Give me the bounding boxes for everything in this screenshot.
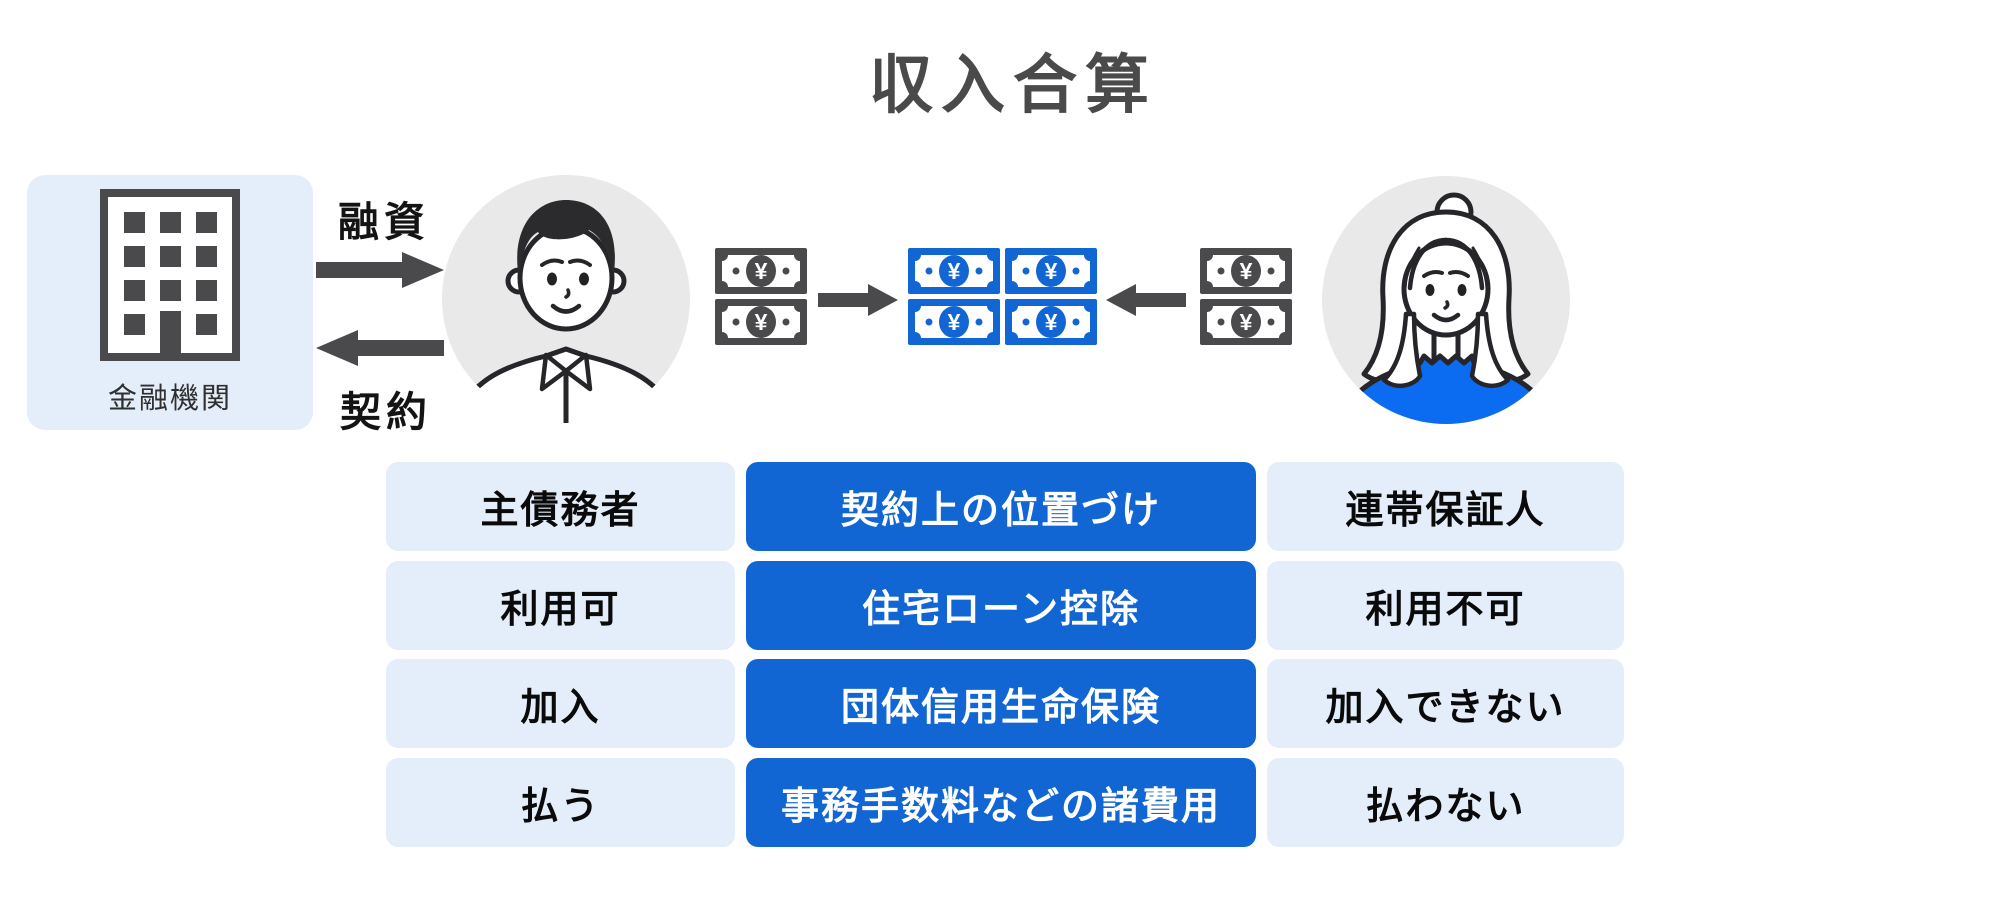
yen-symbol: ¥: [1240, 309, 1253, 335]
table-cell-deduction-yes: 利用可: [386, 560, 735, 650]
loan-arrow-right-icon: [316, 252, 444, 288]
table-cell-fees-pay: 払う: [386, 758, 735, 848]
banknote-icon: ¥: [715, 299, 807, 345]
table-cell-guarantor: 連帯保証人: [1267, 462, 1624, 551]
yen-symbol: ¥: [1045, 309, 1058, 335]
page-title: 収入合算: [869, 49, 1157, 121]
bank-label: 金融機関: [107, 382, 232, 415]
table-cell-insurance-yes: 加入: [386, 659, 735, 749]
table-cell-fees-no-pay: 払わない: [1267, 758, 1624, 848]
banknote-icon: ¥: [908, 299, 1000, 345]
merge-arrow-left-icon: [1106, 284, 1186, 316]
banknote-icon: ¥: [1200, 248, 1292, 294]
yen-symbol: ¥: [1045, 258, 1058, 284]
banknote-icon: ¥: [1005, 299, 1097, 345]
contract-arrow-left-icon: [316, 330, 444, 366]
table-cell-group-insurance: 団体信用生命保険: [746, 659, 1256, 749]
bank-building-icon: [100, 188, 240, 361]
banknote-icon: ¥: [1005, 248, 1097, 294]
yen-symbol: ¥: [755, 258, 768, 284]
table-cell-admin-fees: 事務手数料などの諸費用: [746, 758, 1256, 848]
banknote-icon: ¥: [1200, 299, 1292, 345]
banknote-icon: ¥: [715, 248, 807, 294]
woman-avatar: [1322, 176, 1570, 424]
yen-symbol: ¥: [948, 258, 961, 284]
table-cell-contract-position: 契約上の位置づけ: [746, 462, 1256, 551]
contract-label: 契約: [340, 389, 432, 435]
man-avatar: [442, 175, 690, 423]
table-cell-loan-deduction: 住宅ローン控除: [746, 560, 1256, 650]
table-cell-insurance-no: 加入できない: [1267, 659, 1624, 749]
yen-symbol: ¥: [755, 309, 768, 335]
merge-arrow-right-icon: [818, 284, 898, 316]
table-cell-debtor: 主債務者: [386, 462, 735, 551]
yen-symbol: ¥: [948, 309, 961, 335]
loan-label: 融資: [338, 199, 430, 245]
banknote-icon: ¥: [908, 248, 1000, 294]
table-cell-deduction-no: 利用不可: [1267, 560, 1624, 650]
comparison-table: 主債務者 契約上の位置づけ 連帯保証人 利用可 住宅ローン控除 利用不可 加入 …: [386, 462, 1624, 848]
yen-symbol: ¥: [1240, 258, 1253, 284]
bank-card: 金融機関: [27, 175, 313, 430]
